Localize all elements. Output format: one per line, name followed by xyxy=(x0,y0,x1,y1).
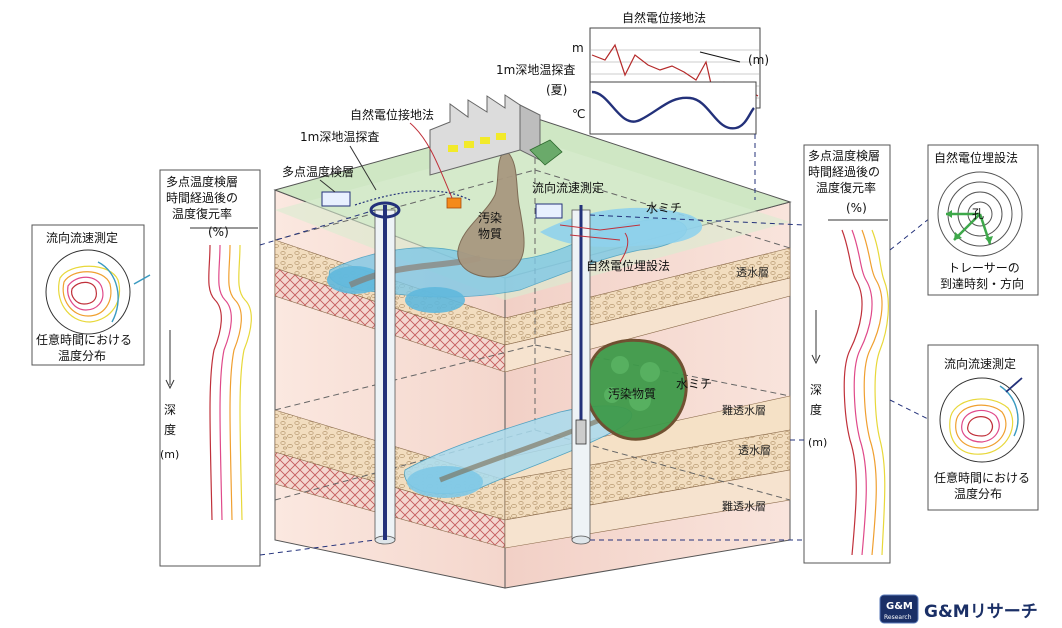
layer-label-permeable-2: 透水層 xyxy=(738,444,771,457)
left-inset-caption-1: 任意時間における xyxy=(36,332,132,347)
summer-label: (夏) xyxy=(546,83,567,97)
logo-badge-sub: Research xyxy=(884,614,912,621)
right-inset-bottom-caption-2: 温度分布 xyxy=(954,486,1002,501)
left-inset-title: 流向流速測定 xyxy=(46,230,118,245)
self-potential-buried-label: 自然電位埋設法 xyxy=(586,258,670,273)
leader-lines xyxy=(409,122,629,263)
leader-lines-dark xyxy=(319,145,377,193)
left-panel-depth-1: 深 xyxy=(164,403,176,417)
borehole-right xyxy=(571,205,591,545)
right-inset-flow xyxy=(927,344,1039,511)
borehole-left xyxy=(369,201,401,545)
left-panel-depth-unit: (m) xyxy=(160,448,179,461)
right-inset-top-caption-2: 到達時刻・方向 xyxy=(940,276,1024,291)
layer-label-permeable-1: 透水層 xyxy=(736,266,769,279)
graph-axis-c: ℃ xyxy=(572,107,585,121)
right-inset-top-title: 自然電位埋設法 xyxy=(934,150,1018,165)
logo-name: G&Mリサーチ xyxy=(924,602,1038,622)
right-inset-self-potential xyxy=(927,144,1039,296)
company-logo: G&M Research G&Mリサーチ xyxy=(879,594,1038,624)
right-panel-depth-2: 度 xyxy=(810,402,822,417)
left-panel-depth-2: 度 xyxy=(164,422,176,437)
water-mist-lower-label: 水ミチ xyxy=(676,377,712,391)
right-panel-title-3: 温度復元率 xyxy=(816,180,876,195)
factory-building xyxy=(429,94,563,176)
pollutant-lower-label: 汚染物質 xyxy=(608,386,656,401)
water-mist-top-label: 水ミチ xyxy=(646,201,682,215)
lower-pollutant xyxy=(584,338,688,441)
left-profile-panel xyxy=(159,169,261,567)
graph-shallow-temp xyxy=(589,81,757,135)
right-inset-bottom-title: 流向流速測定 xyxy=(944,356,1016,371)
connector-lines xyxy=(259,134,931,556)
shallow-temp-summer-label: 1m深地温探査 xyxy=(496,63,575,77)
left-panel-unit: (%) xyxy=(208,225,229,239)
layer-label-low-perm-2: 難透水層 xyxy=(722,500,766,513)
shallow-temp-label: 1m深地温探査 xyxy=(300,130,379,144)
pollutant-top-label-2: 物質 xyxy=(478,226,502,241)
logo-badge: G&M xyxy=(886,601,913,612)
right-panel-unit: (%) xyxy=(846,201,867,215)
self-potential-ground-label: 自然電位接地法 xyxy=(350,107,434,122)
left-inset-caption-2: 温度分布 xyxy=(58,348,106,363)
left-panel-title-1: 多点温度検層 xyxy=(166,174,238,189)
right-inset-top-caption-1: トレーサーの xyxy=(948,261,1020,275)
flow-measure-center-label: 流向流速測定 xyxy=(532,180,604,195)
right-panel-title-2: 時間経過後の xyxy=(808,165,880,179)
right-inset-bottom-caption-1: 任意時間における xyxy=(934,470,1030,485)
graph-axis-m-unit: (m) xyxy=(748,53,769,67)
right-inset-top-hole: 孔 xyxy=(972,207,984,221)
multipoint-logging-label: 多点温度検層 xyxy=(282,164,354,179)
right-panel-title-1: 多点温度検層 xyxy=(808,148,880,163)
left-panel-title-3: 温度復元率 xyxy=(172,206,232,221)
graph-axis-m: m xyxy=(572,41,584,55)
upper-pollutant xyxy=(457,149,525,278)
left-panel-title-2: 時間経過後の xyxy=(166,191,238,205)
pollutant-top-label: 汚染 xyxy=(478,210,502,225)
right-profile-panel xyxy=(803,144,891,564)
graph-self-potential-title: 自然電位接地法 xyxy=(622,10,706,25)
right-panel-depth-unit: (m) xyxy=(808,436,827,449)
left-inset-flow xyxy=(31,224,151,366)
layer-label-low-perm-1: 難透水層 xyxy=(722,404,766,417)
surface-equipment xyxy=(321,190,641,241)
right-panel-depth-1: 深 xyxy=(810,383,822,397)
